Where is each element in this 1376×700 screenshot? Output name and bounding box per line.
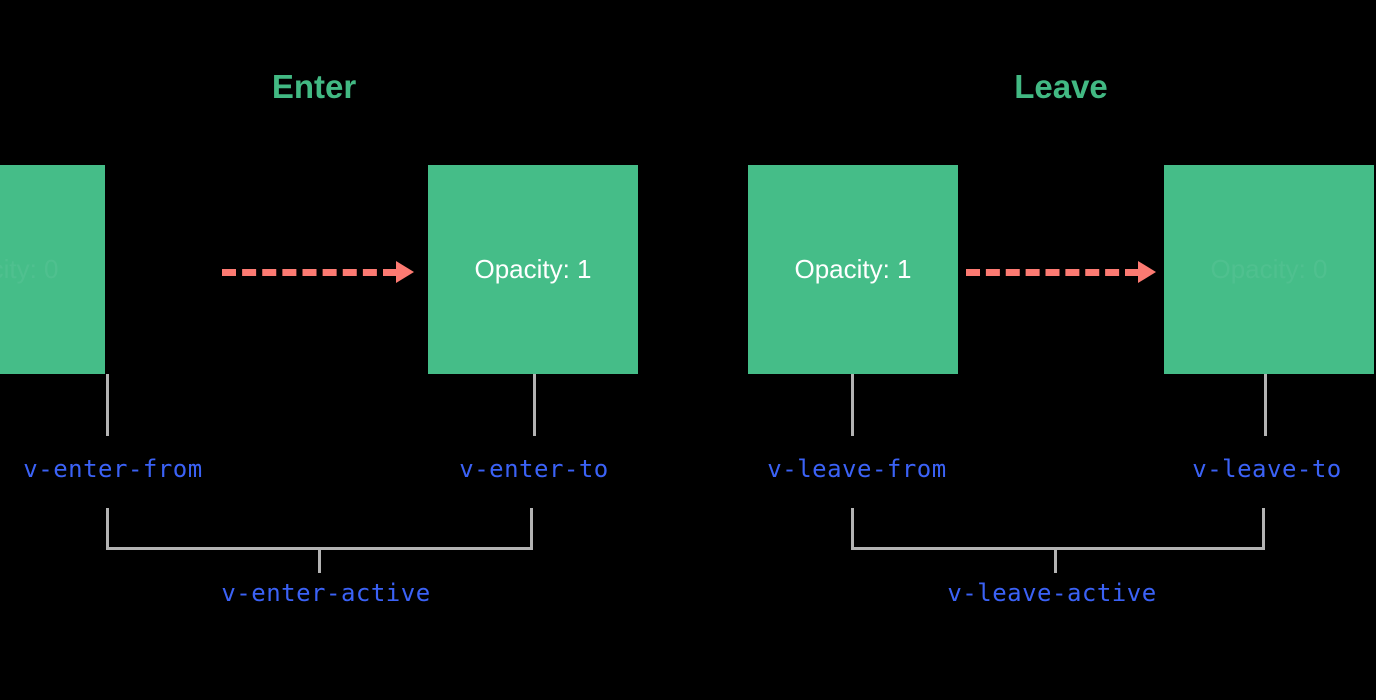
leave-to-box-label: Opacity: 0 (1210, 254, 1328, 284)
label-v-enter-active: v-enter-active (221, 579, 431, 607)
enter-from-connector-line (106, 374, 109, 436)
enter-to-box-label: Opacity: 1 (474, 254, 592, 284)
leave-bracket-crossbar (851, 547, 1265, 550)
label-v-enter-to: v-enter-to (459, 455, 609, 483)
label-v-leave-from: v-leave-from (767, 455, 947, 483)
leave-to-box: Opacity: 0 (1164, 165, 1374, 374)
leave-arrow-head-icon (1138, 261, 1156, 283)
leave-bracket-left-arm (851, 508, 854, 550)
enter-to-box: Opacity: 1 (428, 165, 638, 374)
leave-to-connector-line (1264, 374, 1267, 436)
leave-transition-arrow (966, 261, 1156, 283)
enter-arrow-shaft (222, 268, 397, 276)
enter-bracket-left-arm (106, 508, 109, 550)
leave-bracket-stem (1054, 547, 1057, 573)
enter-to-connector-line (533, 374, 536, 436)
section-title-enter: Enter (271, 68, 357, 105)
enter-arrow-head-icon (396, 261, 414, 283)
leave-from-box-label: Opacity: 1 (794, 254, 912, 284)
leave-bracket-right-arm (1262, 508, 1265, 550)
enter-bracket-stem (318, 547, 321, 573)
enter-from-box: Opacity: 0 (0, 165, 105, 374)
leave-from-box: Opacity: 1 (748, 165, 958, 374)
enter-bracket-right-arm (530, 508, 533, 550)
leave-arrow-shaft (966, 268, 1139, 276)
label-v-leave-active: v-leave-active (947, 579, 1157, 607)
label-v-leave-to: v-leave-to (1192, 455, 1342, 483)
leave-from-connector-line (851, 374, 854, 436)
enter-from-box-label: Opacity: 0 (0, 254, 59, 284)
label-v-enter-from: v-enter-from (23, 455, 203, 483)
enter-transition-arrow (222, 261, 414, 283)
section-title-leave: Leave (1014, 68, 1108, 105)
